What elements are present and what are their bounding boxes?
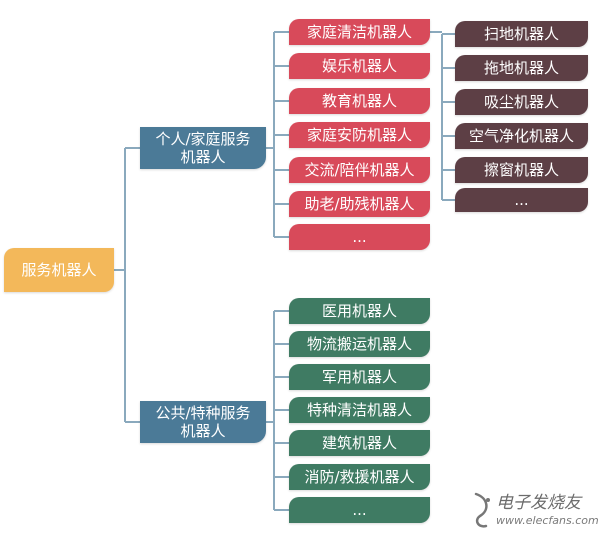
branch-personal-node: 个人/家庭服务 机器人 [140, 127, 266, 169]
personal-child-5: 交流/陪伴机器人 [289, 157, 430, 183]
personal-child-1: 家庭清洁机器人 [289, 19, 430, 45]
personal-child-label: ... [352, 228, 367, 246]
branch-personal-label-line1: 个人/家庭服务 [155, 130, 251, 148]
cleaning-subtype-5: 擦窗机器人 [455, 157, 588, 183]
cleaning-subtype-label: 空气净化机器人 [468, 127, 574, 145]
cleaning-subtype-label: ... [514, 191, 529, 209]
public-child-7: ... [289, 497, 430, 523]
personal-child-2: 娱乐机器人 [289, 53, 430, 79]
cleaning-subtype-label: 擦窗机器人 [483, 161, 559, 179]
cleaning-subtype-label: 吸尘机器人 [483, 93, 559, 111]
root-label: 服务机器人 [21, 261, 97, 279]
watermark-logo-icon [474, 492, 490, 528]
public-child-2: 物流搬运机器人 [289, 331, 430, 357]
personal-child-label: 助老/助残机器人 [304, 195, 415, 213]
personal-child-7: ... [289, 224, 430, 250]
branch-public-label-line1: 公共/特种服务 [155, 404, 251, 422]
public-child-1: 医用机器人 [289, 298, 430, 324]
personal-child-3: 教育机器人 [289, 88, 430, 114]
cleaning-subtype-label: 扫地机器人 [483, 25, 559, 43]
cleaning-subtype-4: 空气净化机器人 [455, 123, 588, 149]
public-child-label: 医用机器人 [321, 302, 397, 320]
branch-public-label-line2: 机器人 [180, 422, 226, 440]
personal-child-label: 教育机器人 [321, 92, 397, 110]
public-child-label: ... [352, 501, 367, 519]
cleaning-subtype-6: ... [455, 188, 588, 212]
public-child-label: 军用机器人 [321, 368, 397, 386]
personal-child-label: 娱乐机器人 [321, 57, 397, 75]
personal-child-6: 助老/助残机器人 [289, 191, 430, 217]
branch-public-node: 公共/特种服务 机器人 [140, 401, 266, 443]
cleaning-subtype-label: 拖地机器人 [483, 59, 559, 77]
root-node: 服务机器人 [4, 248, 114, 292]
public-child-label: 消防/救援机器人 [304, 468, 415, 486]
public-child-label: 建筑机器人 [321, 434, 397, 452]
watermark-url: www.elecfans.com [496, 514, 599, 527]
cleaning-subtype-2: 拖地机器人 [455, 55, 588, 81]
branch-personal-label-line2: 机器人 [180, 148, 226, 166]
public-child-4: 特种清洁机器人 [289, 397, 430, 423]
public-child-6: 消防/救援机器人 [289, 464, 430, 490]
watermark: 电子发烧友 www.elecfans.com [470, 488, 599, 534]
personal-child-label: 交流/陪伴机器人 [304, 161, 415, 179]
public-child-label: 特种清洁机器人 [306, 401, 412, 419]
cleaning-subtype-1: 扫地机器人 [455, 21, 588, 47]
cleaning-subtype-3: 吸尘机器人 [455, 89, 588, 115]
personal-child-label: 家庭安防机器人 [306, 126, 412, 144]
watermark-text: 电子发烧友 [496, 493, 581, 513]
personal-child-4: 家庭安防机器人 [289, 122, 430, 148]
public-child-label: 物流搬运机器人 [306, 335, 412, 353]
personal-child-label: 家庭清洁机器人 [306, 23, 412, 41]
public-child-5: 建筑机器人 [289, 430, 430, 456]
public-child-3: 军用机器人 [289, 364, 430, 390]
